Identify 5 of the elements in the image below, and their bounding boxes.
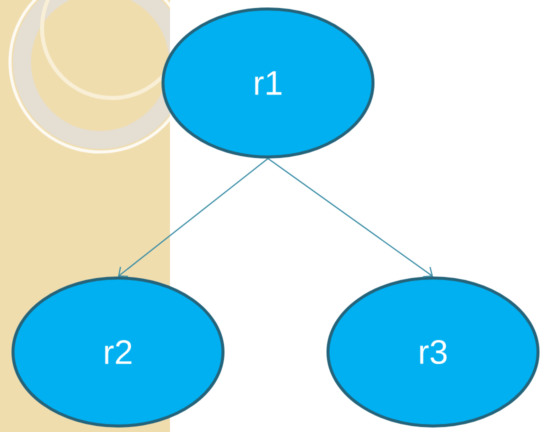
arrow bbox=[118, 158, 268, 277]
ellipse-node: r1 bbox=[162, 8, 374, 158]
ellipse-node: r2 bbox=[12, 276, 224, 428]
ellipse-node: r3 bbox=[326, 276, 540, 428]
arrow bbox=[268, 158, 433, 278]
